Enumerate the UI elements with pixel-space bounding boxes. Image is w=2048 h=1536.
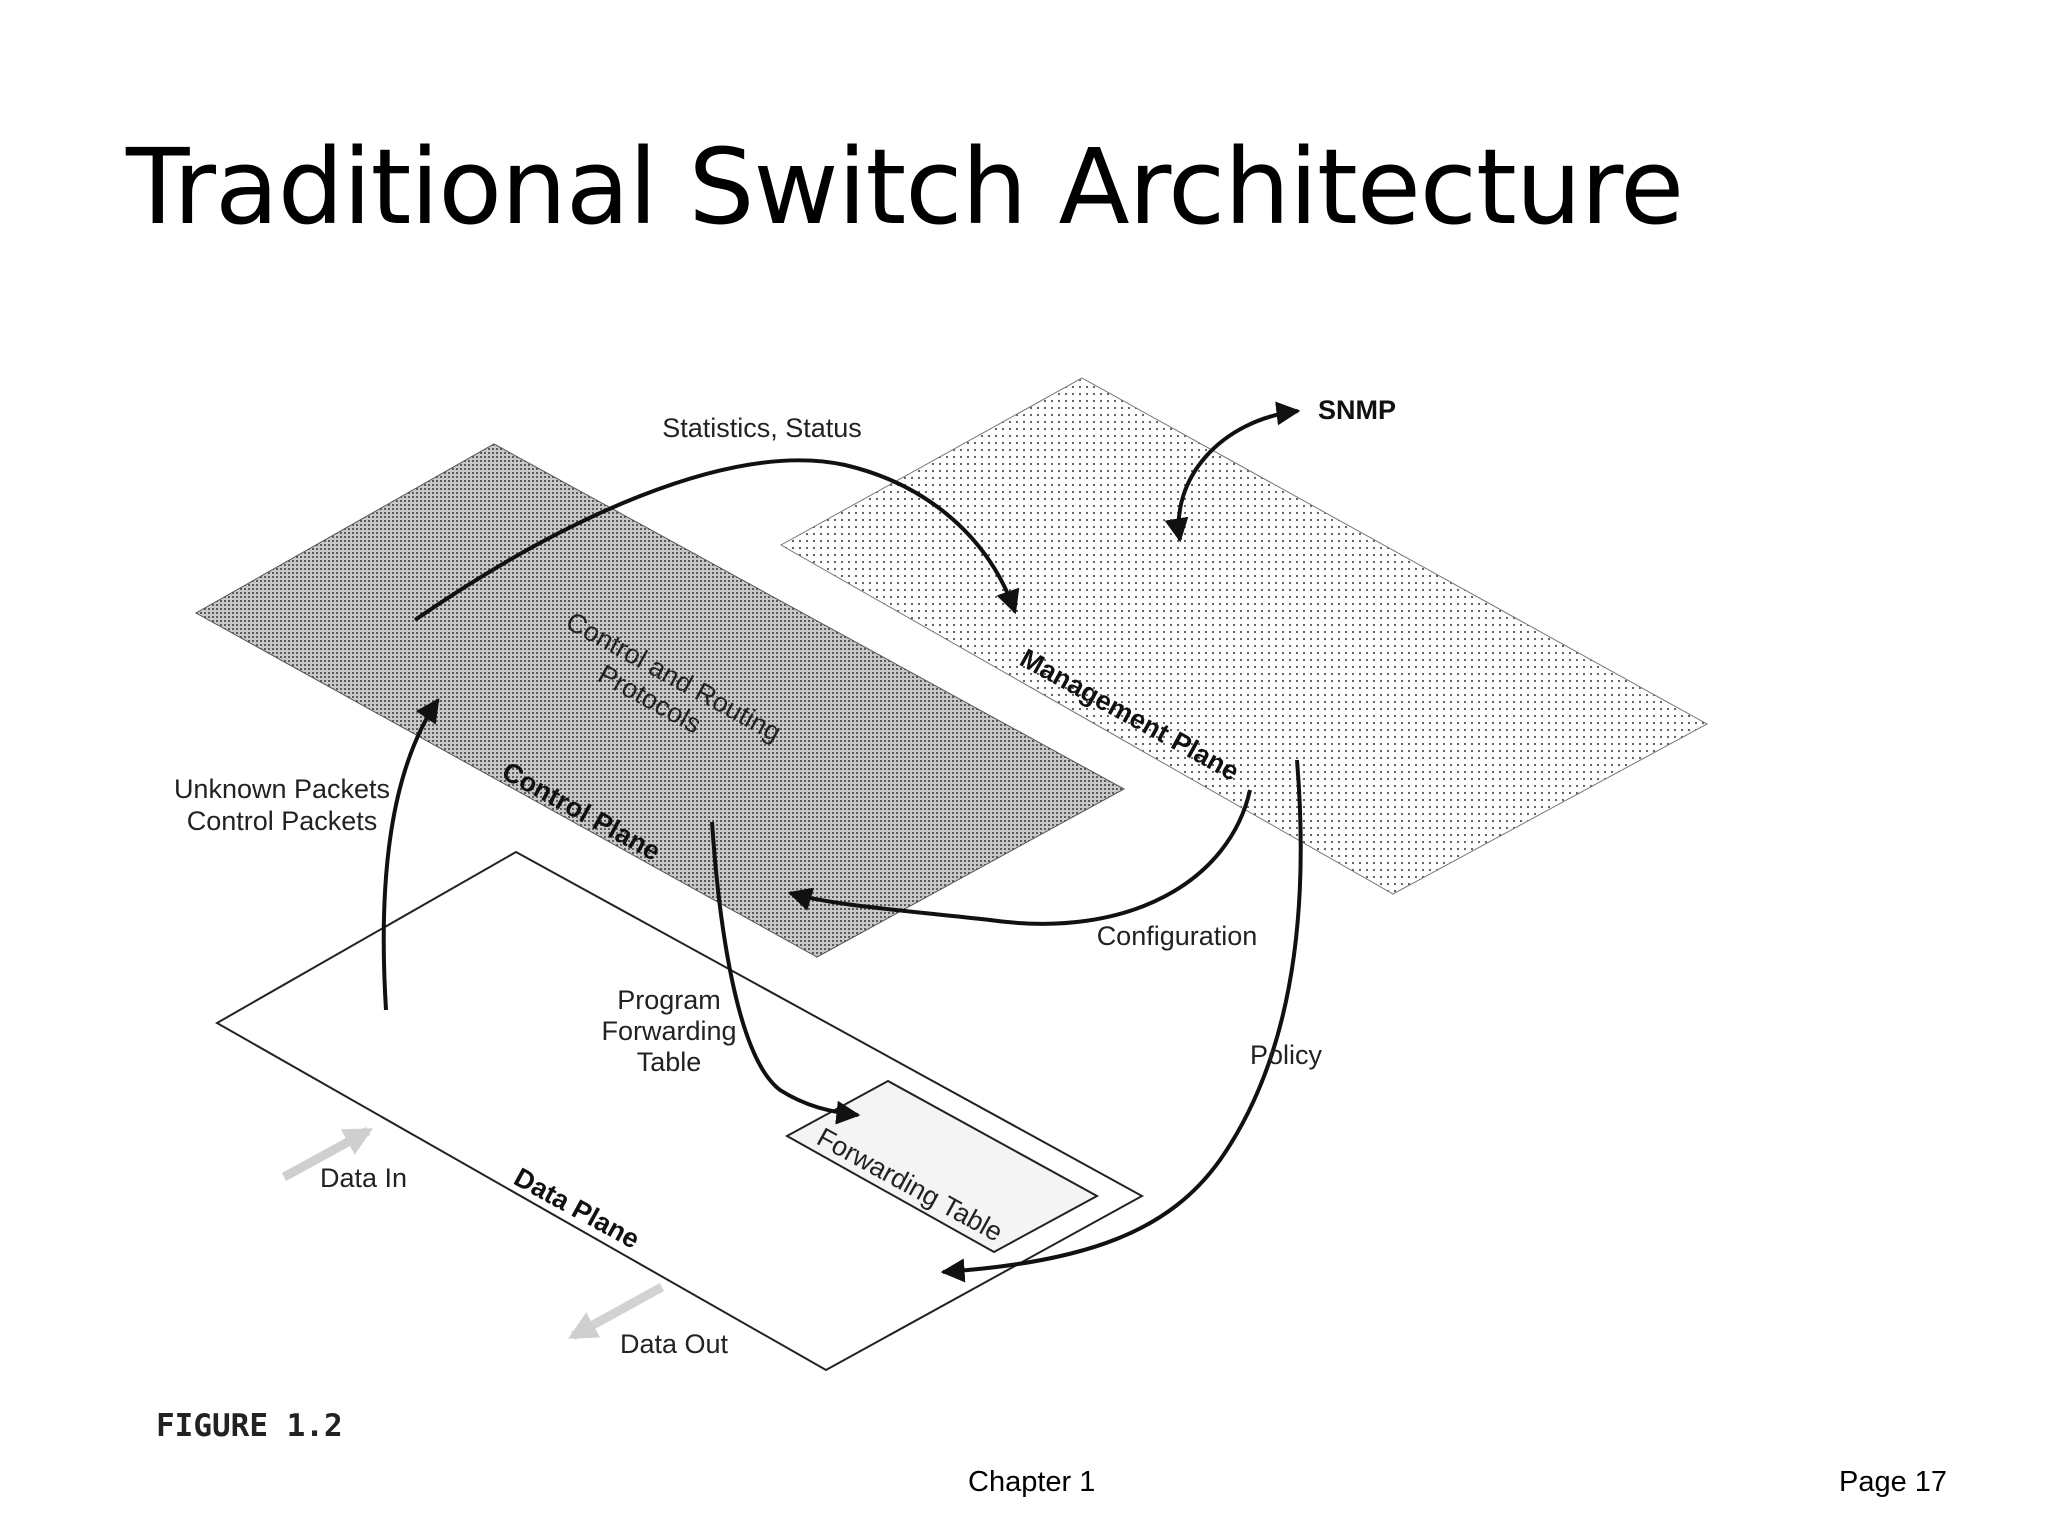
policy-label: Policy — [1250, 1040, 1323, 1070]
data-out-label: Data Out — [620, 1329, 729, 1359]
data-in-label: Data In — [320, 1163, 407, 1193]
unknown-packets-arrow — [381, 698, 440, 1011]
footer-chapter: Chapter 1 — [968, 1466, 1096, 1498]
configuration-arrow — [787, 789, 1252, 926]
forwarding-table-box — [784, 1079, 1100, 1254]
program-label: Program — [617, 985, 721, 1015]
footer-page-number: Page 17 — [1839, 1466, 1948, 1498]
data-plane — [214, 850, 1145, 1372]
control-packets-label: Control Packets — [187, 806, 378, 836]
table-label: Table — [637, 1047, 702, 1077]
statistics-status-label: Statistics, Status — [662, 413, 862, 443]
statistics-status-arrow — [413, 458, 1020, 622]
data-out-arrow — [567, 1283, 665, 1340]
slide-title: Traditional Switch Architecture — [126, 126, 1684, 248]
snmp-arrow — [1164, 401, 1301, 543]
forwarding-label: Forwarding — [601, 1016, 736, 1046]
policy-arrow — [940, 759, 1303, 1283]
figure-label: FIGURE 1.2 — [156, 1408, 343, 1444]
configuration-label: Configuration — [1097, 921, 1258, 951]
data-in-arrow — [281, 1127, 374, 1181]
program-forwarding-arrow — [710, 821, 861, 1125]
unknown-packets-label: Unknown Packets — [174, 774, 390, 804]
snmp-label: SNMP — [1318, 395, 1396, 425]
control-plane — [194, 443, 1126, 958]
management-plane — [779, 377, 1709, 895]
